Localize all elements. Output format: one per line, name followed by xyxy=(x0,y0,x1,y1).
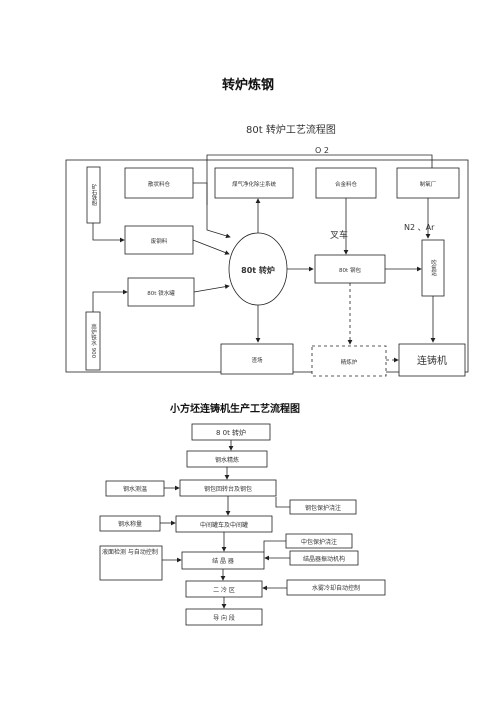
bulk-material-box xyxy=(124,167,194,199)
ladle-label: 80t 钢包 xyxy=(339,266,361,274)
refine-furnace-label: 精炼炉 xyxy=(341,358,358,366)
bulk-material-label: 散状料仓 xyxy=(148,180,171,188)
side-weigh-label: 钢水称量 xyxy=(118,520,142,528)
bf-arrow xyxy=(92,289,128,312)
oxygen-label: O 2 xyxy=(315,146,329,155)
step-mold-label: 结 晶 器 xyxy=(212,557,234,565)
crane-label: 叉车 xyxy=(330,229,348,241)
side-cool-box xyxy=(286,579,386,596)
side-tundish-protect-label: 中包保护浇注 xyxy=(301,538,337,546)
gas-cleaning-label: 煤气净化除尘系统 xyxy=(232,180,277,188)
ladle-box xyxy=(314,254,386,284)
hot-metal-box xyxy=(127,277,195,307)
converter-label: 80t 转炉 xyxy=(241,265,275,275)
document-title: 转炉炼钢 xyxy=(221,78,274,93)
step-turret-label: 钢包回转台及钢包 xyxy=(204,485,252,493)
side-temp-box xyxy=(105,480,165,497)
side-level-box xyxy=(99,545,163,581)
step-tundish-label: 中间罐车及中间罐 xyxy=(200,521,248,529)
oxygen-line xyxy=(206,154,433,205)
caster-box xyxy=(398,343,466,377)
step-guide-label: 导 向 段 xyxy=(213,614,235,622)
diagram1-caption: 80t 转炉工艺流程图 xyxy=(246,123,336,136)
step-guide-box xyxy=(185,608,263,626)
hotmetal-arrow xyxy=(193,284,230,293)
side-temp-label: 钢水测温 xyxy=(123,485,147,493)
iron-ore-box xyxy=(86,166,101,224)
slag-yard-box xyxy=(220,343,294,375)
scrap-label: 废钢料 xyxy=(151,237,168,245)
ladle-protect-line xyxy=(275,497,290,508)
side-osc-label: 结晶器振动机构 xyxy=(303,555,345,563)
step-refine-label: 钢水精炼 xyxy=(215,456,239,464)
bulk-arrow xyxy=(193,182,231,239)
side-cool-label: 水雾冷却自动控制 xyxy=(312,584,360,592)
alloy-box xyxy=(315,167,377,199)
iron-ore-label: 矿石铁粉 xyxy=(91,183,98,208)
side-level-label: 液面检测 与自动控制 xyxy=(102,549,158,556)
scrap-arrow xyxy=(192,239,230,255)
oxygen-plant-box xyxy=(396,167,460,199)
gas-cleaning-box xyxy=(214,167,294,199)
scrap-box xyxy=(124,225,194,255)
hot-metal-label: 80t 铁水罐 xyxy=(147,289,175,297)
caster-label: 连铸机 xyxy=(417,354,447,367)
refine-furnace-box xyxy=(311,345,387,377)
slag-yard-label: 渣场 xyxy=(251,356,263,364)
diagram2-title: 小方坯连铸机生产工艺流程图 xyxy=(170,404,300,415)
n2-ar-label: N2 、Ar xyxy=(404,223,435,232)
side-weigh-box xyxy=(99,515,161,532)
step-secondary-cooling-label: 二 冷 区 xyxy=(213,586,235,594)
ore-arrow xyxy=(92,223,125,243)
oxygen-plant-label: 制氧厂 xyxy=(420,180,437,188)
alloy-label: 合金料仓 xyxy=(335,180,358,188)
step-converter-label: 8 0t 转炉 xyxy=(216,428,246,437)
blast-furnace-label: 高炉铁水 900 xyxy=(90,323,97,359)
argon-station-label: 吹氩站 xyxy=(430,259,437,278)
side-ladle-protect-label: 钢包保护浇注 xyxy=(305,504,341,512)
tundish-protect-line xyxy=(263,540,286,552)
